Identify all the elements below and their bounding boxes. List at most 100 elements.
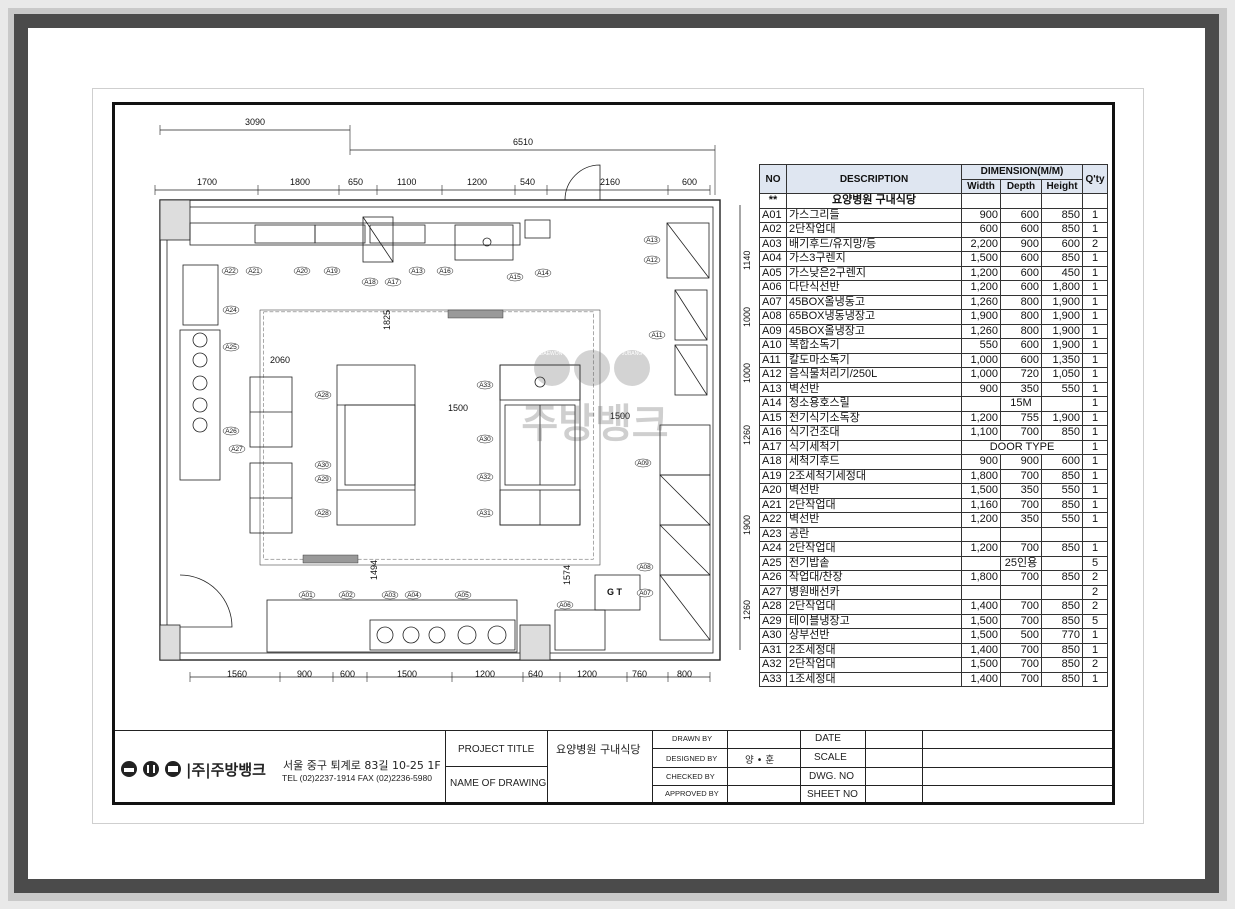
cell-width: 900: [961, 207, 1001, 223]
cell-desc: 가스3구렌지: [786, 251, 962, 267]
col-no: NO: [759, 164, 787, 194]
svg-text:A15: A15: [509, 274, 521, 281]
cell-qty: 1: [1082, 265, 1108, 281]
cell-width: 1,500: [961, 628, 1001, 644]
cell-depth: 25인용: [1000, 555, 1042, 571]
cell-depth: 350: [1000, 483, 1042, 499]
cell-width: 1,000: [961, 367, 1001, 383]
svg-text:A25: A25: [225, 344, 237, 351]
project-title: 요양병원 구내식당: [556, 743, 641, 756]
svg-text:A02: A02: [341, 592, 353, 599]
cell-height: 1,900: [1041, 309, 1083, 325]
cell-no: A25: [759, 555, 787, 571]
cell-width: 1,200: [961, 541, 1001, 557]
cell-width: 1,000: [961, 352, 1001, 368]
cell-no: A07: [759, 294, 787, 310]
cell-qty: 1: [1082, 541, 1108, 557]
cell-depth: 600: [1000, 222, 1042, 238]
cell-qty: 2: [1082, 584, 1108, 600]
col-height: Height: [1041, 178, 1083, 194]
cell-height: 850: [1041, 570, 1083, 586]
cell-no: A06: [759, 280, 787, 296]
svg-text:A28: A28: [317, 510, 329, 517]
cell-no: A17: [759, 439, 787, 455]
floor-plan: 3090 6510 1700 1800 650 1100 1200 540 21…: [154, 117, 752, 682]
cell-height: 850: [1041, 222, 1083, 238]
dim-right-1000b: 1000: [742, 363, 752, 383]
cell-qty: 1: [1082, 642, 1108, 658]
cell-depth: 700: [1000, 570, 1042, 586]
cell-depth: 755: [1000, 410, 1042, 426]
cell-height: [1041, 584, 1083, 600]
designed-by-label: DESIGNED BY: [666, 754, 718, 763]
cell-height: 850: [1041, 207, 1083, 223]
cell-qty: 1: [1082, 512, 1108, 528]
cell-no: A02: [759, 222, 787, 238]
cell-no: A28: [759, 599, 787, 615]
designer-name: 양 • 훈: [745, 755, 775, 766]
cell-desc: 테이블냉장고: [786, 613, 962, 629]
cell-depth: 800: [1000, 294, 1042, 310]
dim-inner-1825: 1825: [382, 310, 392, 330]
cell-no: A13: [759, 381, 787, 397]
cell-no: A05: [759, 265, 787, 281]
cell-desc: 음식물처리기/250L: [786, 367, 962, 383]
cell-height: 1,800: [1041, 280, 1083, 296]
cell-desc: 가스그리들: [786, 207, 962, 223]
cell-desc: 전기밥솥: [786, 555, 962, 571]
dim-inner-1574: 1574: [562, 565, 572, 585]
svg-text:A29: A29: [317, 476, 329, 483]
cell-qty: 1: [1082, 280, 1108, 296]
cell-desc: 청소용호스릴: [786, 396, 962, 412]
dim-bottom-1200b: 1200: [577, 669, 597, 679]
cell-no: A33: [759, 671, 787, 687]
svg-text:A09: A09: [637, 460, 649, 467]
svg-text:A16: A16: [439, 268, 451, 275]
cell-desc: 2조세정대: [786, 642, 962, 658]
cell-height: 1,900: [1041, 323, 1083, 339]
svg-text:A14: A14: [537, 270, 549, 277]
dim-bottom-760: 760: [632, 669, 647, 679]
cell-height: 850: [1041, 468, 1083, 484]
dim-right-1260b: 1260: [742, 600, 752, 620]
cell-no: A30: [759, 628, 787, 644]
cell-height: 850: [1041, 657, 1083, 673]
svg-text:A33: A33: [479, 382, 491, 389]
name-of-drawing-label: NAME OF DRAWING: [450, 778, 547, 789]
cell-width: 2,200: [961, 236, 1001, 252]
cell-width: 1,400: [961, 671, 1001, 687]
cell-qty: 2: [1082, 657, 1108, 673]
cell-qty: 5: [1082, 555, 1108, 571]
svg-text:A12: A12: [646, 257, 658, 264]
cell-width: 1,400: [961, 599, 1001, 615]
company-address: 서울 중구 퇴계로 83길 10-25 1F: [283, 759, 441, 772]
svg-text:A20: A20: [296, 268, 308, 275]
cell-no: A14: [759, 396, 787, 412]
cell-qty: 1: [1082, 439, 1108, 455]
cell-desc: 2단작업대: [786, 541, 962, 557]
dim-bottom-1500: 1500: [397, 669, 417, 679]
cell-depth: 600: [1000, 251, 1042, 267]
cell-height: 850: [1041, 251, 1083, 267]
cell-height: [1041, 396, 1083, 412]
cell-desc: 요양병원 구내식당: [786, 193, 962, 209]
cell-depth: 600: [1000, 207, 1042, 223]
cell-desc: 벽선반: [786, 381, 962, 397]
cell-desc: 공란: [786, 526, 962, 542]
cell-depth: 350: [1000, 512, 1042, 528]
cell-qty: 1: [1082, 628, 1108, 644]
cell-depth: 700: [1000, 541, 1042, 557]
cell-width: 1,160: [961, 497, 1001, 513]
dim-right-1900: 1900: [742, 515, 752, 535]
dwg-no-label: DWG. NO: [809, 771, 854, 782]
cell-qty: 2: [1082, 599, 1108, 615]
checked-by-label: CHECKED BY: [666, 772, 715, 781]
cell-desc: 식기건조대: [786, 425, 962, 441]
svg-text:A24: A24: [225, 307, 237, 314]
cell-desc: 벽선반: [786, 483, 962, 499]
